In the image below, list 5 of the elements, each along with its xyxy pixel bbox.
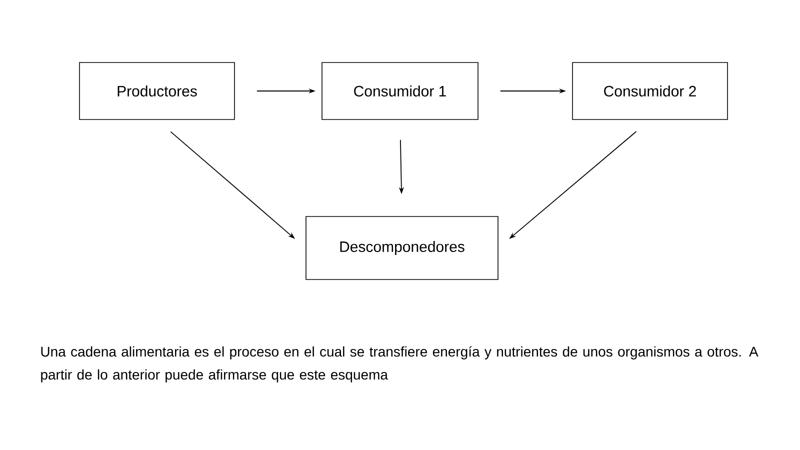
process-box: Consumidor 2 bbox=[572, 62, 728, 120]
process-box: Consumidor 1 bbox=[322, 62, 478, 120]
process-box: Productores bbox=[79, 62, 235, 120]
process-box: Descomponedores bbox=[306, 216, 498, 280]
caption-text: Una cadena alimentaria es el proceso en el cual se transfiere energía y nutrientes de unos organismos a otros. A partir de lo anterior puede afirmarse que este esquema bbox=[41, 346, 758, 382]
